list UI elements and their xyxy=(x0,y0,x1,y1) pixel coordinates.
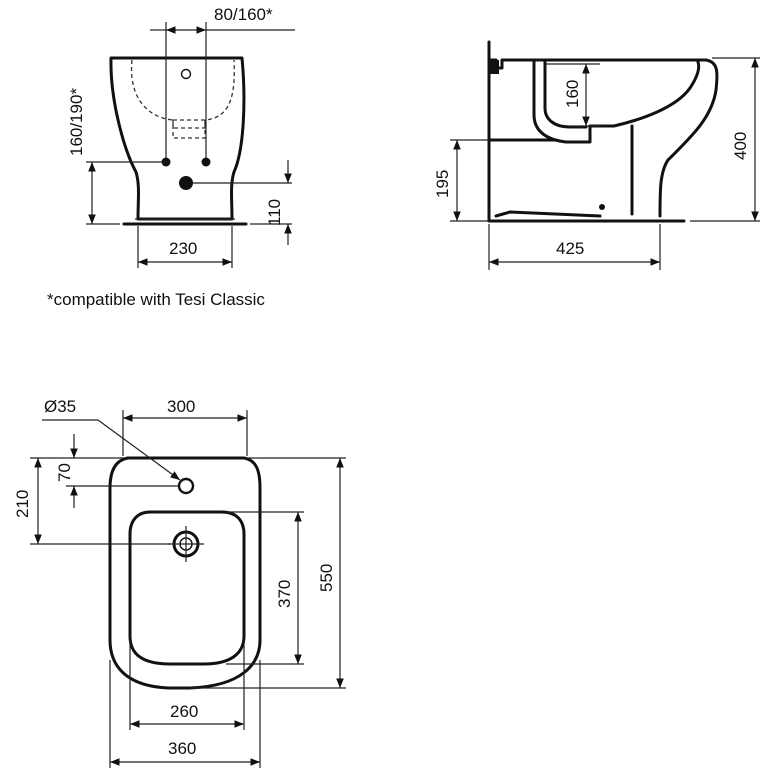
dim-depth: 425 xyxy=(556,239,584,258)
inlet-point-right xyxy=(201,157,211,167)
dim-hole-diameter: Ø35 xyxy=(44,397,76,416)
dim-inner-height: 160 xyxy=(563,80,582,108)
dim-top-width: 80/160* xyxy=(214,5,273,24)
top-view: Ø35 300 70 210 370 550 260 xyxy=(13,397,346,768)
dim-total-length: 550 xyxy=(317,564,336,592)
tap-hole-icon xyxy=(180,68,192,80)
front-view: 80/160* 160/190* 110 230 xyxy=(67,5,295,268)
dim-offset-210: 210 xyxy=(13,490,32,518)
dim-base-width: 230 xyxy=(169,239,197,258)
dim-outlet-height: 195 xyxy=(433,170,452,198)
dim-height-left: 160/190* xyxy=(67,88,86,156)
dim-bowl-width: 260 xyxy=(170,702,198,721)
tap-hole-top-icon xyxy=(177,477,195,495)
dim-offset-70: 70 xyxy=(55,463,74,482)
compatibility-note: *compatible with Tesi Classic xyxy=(47,290,265,309)
dim-right-height: 110 xyxy=(265,199,284,226)
dim-total-width: 360 xyxy=(168,739,196,758)
dim-bowl-length: 370 xyxy=(275,580,294,608)
outlet-point xyxy=(179,176,193,190)
dim-width-top: 300 xyxy=(167,397,195,416)
dim-total-height: 400 xyxy=(731,132,750,160)
side-view: 160 400 195 425 xyxy=(433,40,760,270)
